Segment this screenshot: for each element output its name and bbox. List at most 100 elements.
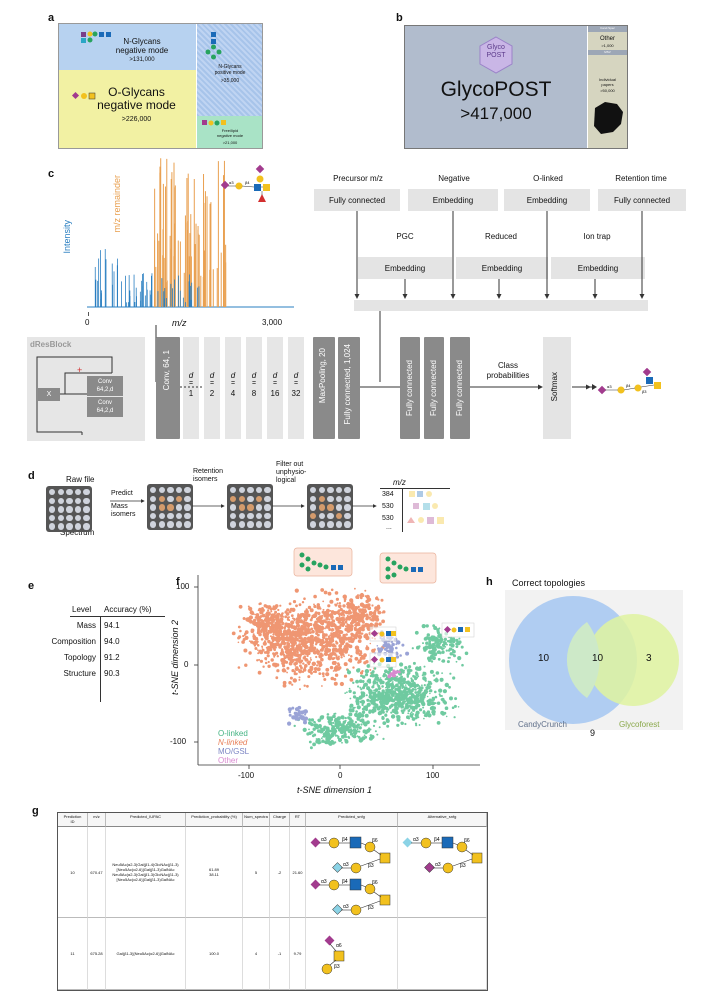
tsne-point (350, 717, 352, 720)
dilation-value: 1 (188, 389, 194, 398)
tsne-point (287, 622, 291, 627)
tsne-point (359, 719, 363, 722)
well (74, 506, 82, 513)
tsne-point (321, 685, 323, 687)
panel-label-d: d (28, 470, 35, 482)
out-link-a3: α3 (607, 384, 612, 389)
tsne-point (362, 675, 366, 679)
tsne-point (394, 702, 399, 707)
tsne-point (303, 597, 306, 600)
well (327, 504, 334, 511)
tsne-point (457, 656, 462, 661)
tsne-point (334, 673, 339, 677)
tsne-point (429, 689, 433, 693)
tsne-point (330, 676, 335, 681)
tsne-point (447, 656, 450, 659)
tsne-point (298, 643, 302, 646)
tsne-point (386, 724, 390, 728)
tsne-point (307, 651, 311, 655)
tsne-point (445, 649, 448, 652)
tsne-point (244, 632, 247, 636)
tsne-point (319, 619, 324, 624)
tsne-point (346, 623, 349, 626)
tsne-point (391, 688, 394, 691)
n-glycan-icon (81, 31, 111, 43)
well (247, 487, 254, 494)
oglycan-structure-3 (370, 655, 396, 664)
tsne-point (292, 678, 297, 683)
tsne-point (407, 717, 411, 720)
tsne-point (443, 637, 447, 641)
tsne-point (272, 619, 275, 622)
tsne-point (344, 716, 347, 720)
tsne-point (294, 665, 297, 667)
tsne-point (381, 611, 384, 614)
tsne-point (247, 605, 250, 608)
tsne-point (407, 712, 410, 715)
tsne-point (367, 606, 372, 611)
tsne-point (377, 687, 381, 691)
tsne-point (304, 713, 307, 716)
tsne-point (270, 636, 276, 641)
concat-layer (354, 300, 648, 311)
tsne-point (355, 648, 360, 653)
tsne-point (278, 635, 281, 638)
tsne-point (433, 674, 436, 677)
tsne-point (419, 693, 423, 697)
well (264, 521, 271, 528)
tsne-point (366, 702, 371, 707)
tsne-point (373, 616, 376, 620)
spectrum-x-tick-3000: 3,000 (262, 318, 283, 327)
panel-label-h: h (486, 576, 493, 588)
tsne-point (259, 650, 264, 655)
tsne-point (379, 701, 384, 706)
tsne-x-tick-0: 0 (338, 771, 343, 780)
tsne-point (310, 658, 312, 661)
tsne-point (299, 664, 302, 668)
well (150, 487, 157, 494)
well (184, 512, 191, 520)
well (66, 523, 73, 530)
tsne-point (304, 658, 309, 662)
tsne-point (309, 622, 313, 627)
spectrum-plot (87, 158, 294, 308)
well (175, 487, 183, 494)
tsne-point (376, 645, 379, 647)
tsne-point (309, 667, 314, 671)
tsne-point (381, 619, 385, 624)
tsne-point (299, 631, 301, 633)
dilation-d-label: d (230, 371, 236, 380)
tsne-point (387, 674, 392, 679)
tsne-point (390, 714, 396, 719)
tsne-point (402, 680, 407, 684)
fc-layer-2 (424, 337, 444, 439)
tsne-point (432, 706, 435, 709)
well (66, 489, 73, 496)
table-cell: 670.47 (88, 827, 106, 918)
tsne-point (391, 642, 395, 647)
tsne-point (265, 650, 270, 655)
tsne-point (343, 599, 347, 603)
tsne-point (358, 608, 362, 612)
tsne-point (335, 648, 338, 651)
tsne-y-tick-neg100: -100 (170, 737, 187, 746)
tsne-point (244, 663, 248, 667)
tsne-point (355, 606, 358, 608)
tsne-point (450, 643, 455, 648)
tsne-point (413, 682, 417, 686)
tsne-point (392, 674, 395, 678)
tsne-point (413, 706, 416, 709)
tsne-point (415, 683, 420, 687)
tsne-point (312, 742, 316, 747)
tsne-point (335, 641, 339, 645)
tsne-point (348, 687, 351, 690)
tsne-point (237, 625, 241, 629)
tsne-point (297, 661, 300, 663)
tsne-point (344, 610, 348, 614)
tsne-point (449, 672, 452, 675)
dresblock-x: X (38, 388, 60, 401)
tsne-point (336, 628, 340, 632)
tsne-point (304, 621, 309, 627)
dresblock-title: dResBlock (30, 340, 72, 349)
tsne-point (433, 658, 435, 660)
